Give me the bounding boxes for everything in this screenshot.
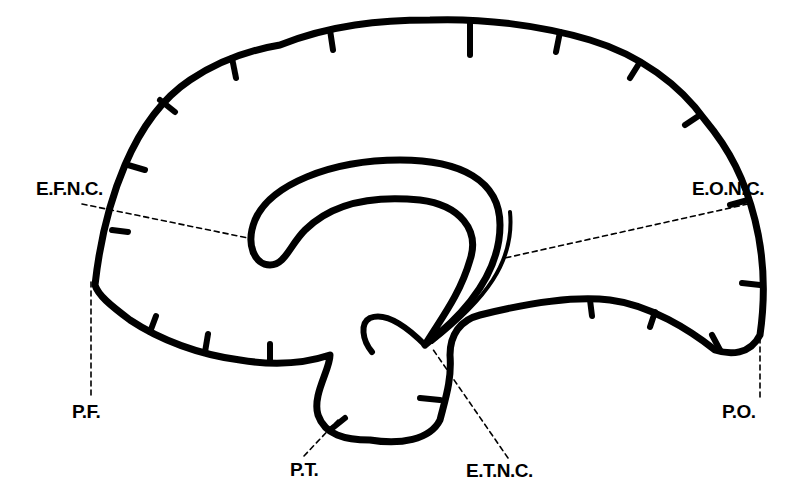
part-label: P.O. <box>722 401 756 423</box>
part-label: E.T.N.C. <box>466 460 533 482</box>
brain-outline <box>95 20 763 442</box>
sulci <box>112 20 760 430</box>
part-label: E.F.N.C. <box>36 178 103 200</box>
temporal-horn <box>363 317 425 352</box>
part-label: E.O.N.C. <box>692 178 764 200</box>
part-label: P.F. <box>72 401 100 423</box>
ventricle-posterior-wall <box>432 212 511 342</box>
part-label: P.T. <box>290 459 318 481</box>
leader-lines <box>82 204 760 458</box>
